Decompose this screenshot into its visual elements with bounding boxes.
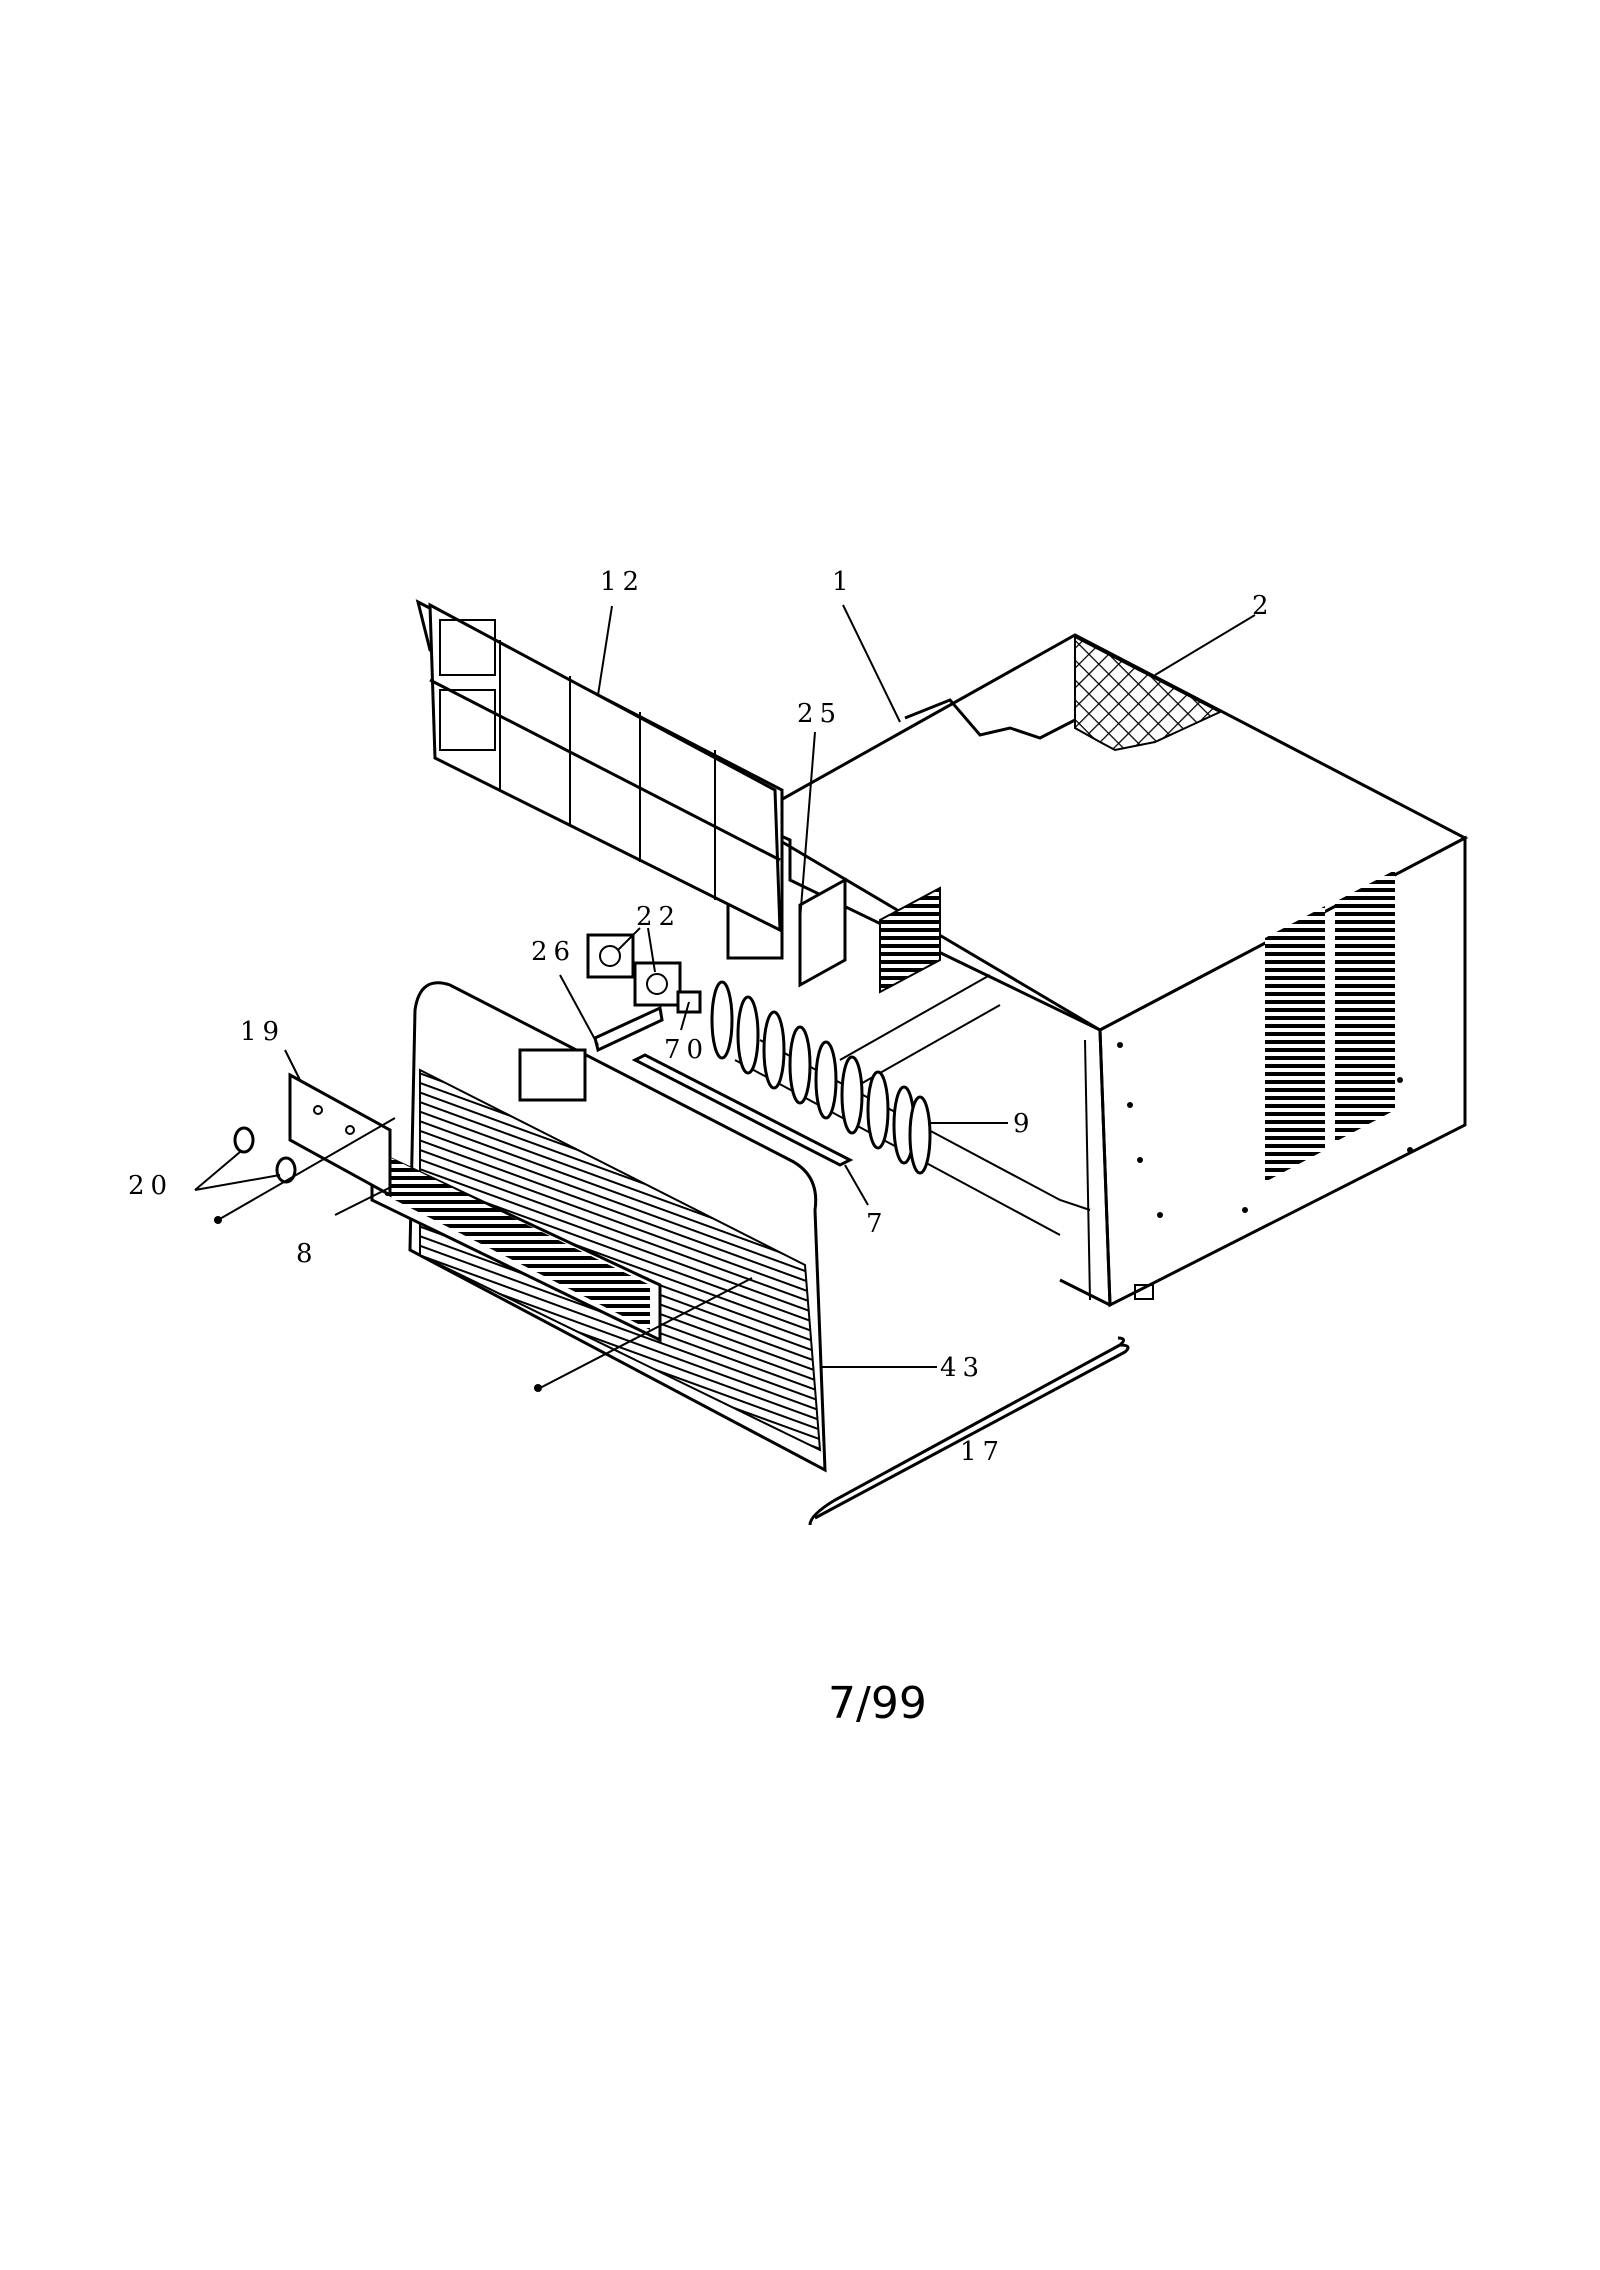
bracket-part-26 [593,1005,664,1053]
callout-7: 7 [866,1209,889,1239]
callout-17: 17 [960,1437,1005,1467]
leader-lines [194,604,1256,1389]
cover-plate-part-19 [288,1072,392,1198]
callout-25: 25 [797,699,842,729]
filter-frame-part-12 [415,599,784,960]
callout-12: 12 [600,567,645,597]
inner-louver [879,886,941,994]
footer-code: 7/99 [828,1678,927,1729]
mesh-screen-part-2 [1074,635,1223,752]
callout-19: 19 [240,1017,285,1047]
callout-70: 70 [664,1035,709,1065]
knobs-part-22 [586,933,682,1007]
control-board-part-25 [798,877,847,988]
seal-strip-part-17 [808,1336,1130,1526]
rail-part-7 [631,1053,854,1167]
knob-caps-part-20 [214,1126,542,1392]
callout-26: 26 [531,937,576,967]
callout-1: 1 [832,567,855,597]
callout-2: 2 [1252,591,1275,621]
callout-43: 43 [940,1353,985,1383]
side-louver-left [1265,906,1325,1182]
callout-20: 20 [128,1171,173,1201]
side-louver-right [1335,870,1395,1142]
callout-8: 8 [296,1239,319,1269]
blower-wheel-part-9 [710,980,932,1175]
callout-9: 9 [1013,1109,1036,1139]
cabinet-part-1 [734,633,1469,1308]
callout-22: 22 [636,902,681,932]
